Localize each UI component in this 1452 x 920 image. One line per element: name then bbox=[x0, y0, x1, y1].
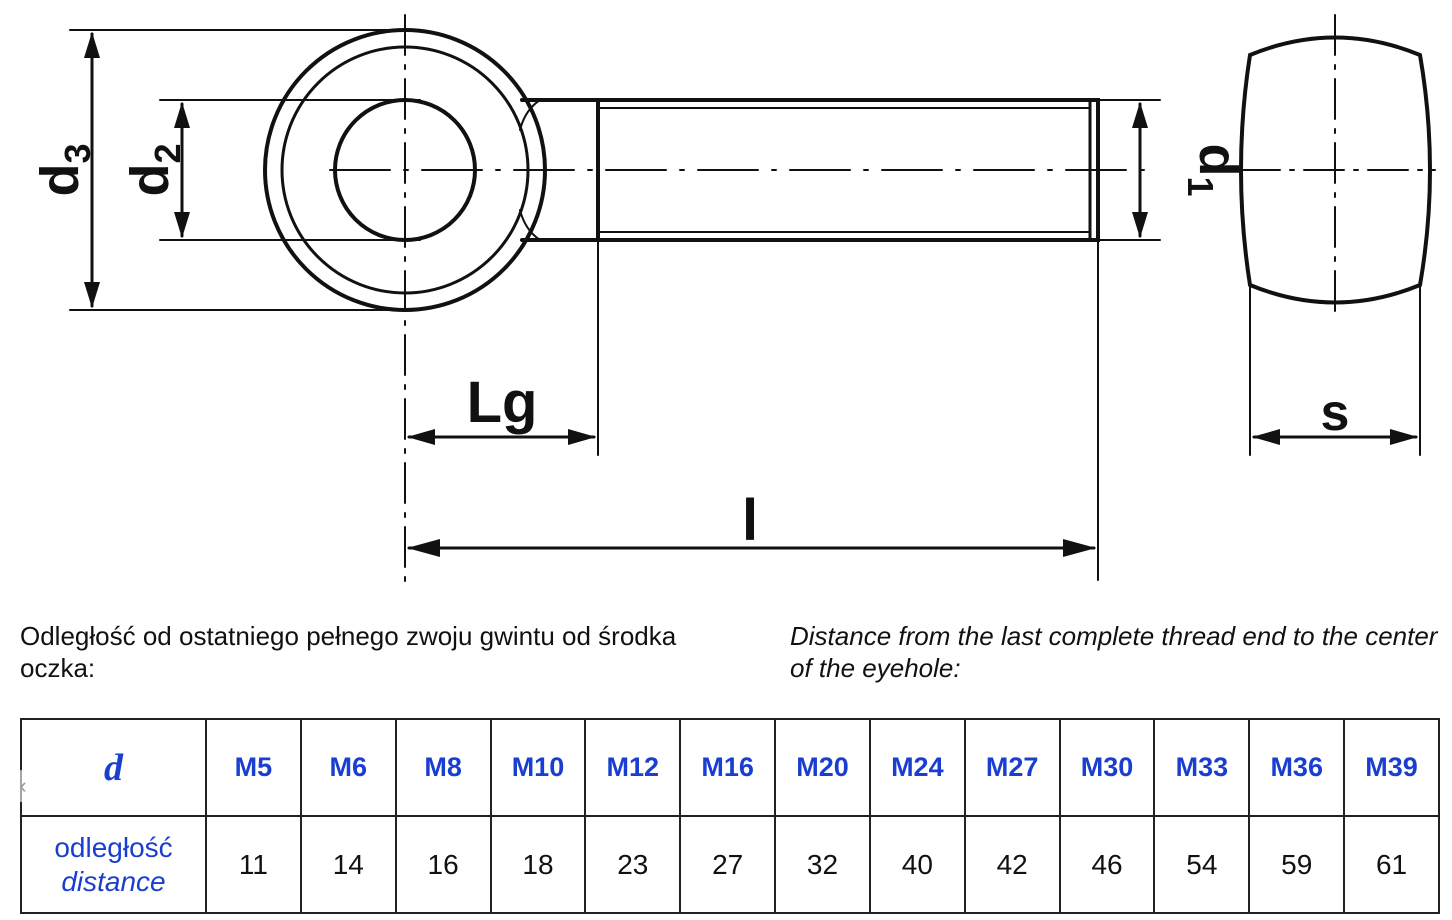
dim-label-l: l bbox=[742, 488, 758, 553]
distance-value-cell: 59 bbox=[1248, 815, 1346, 914]
size-cell: M8 bbox=[394, 718, 492, 817]
dim-label-s: s bbox=[1321, 384, 1350, 442]
size-cell: M39 bbox=[1343, 718, 1440, 817]
distance-value-cell: 18 bbox=[489, 815, 587, 914]
size-cell: M6 bbox=[299, 718, 397, 817]
size-cell: M27 bbox=[963, 718, 1061, 817]
row-label-cell: odległość distance bbox=[20, 815, 207, 914]
description-polish: Odległość od ostatniego pełnego zwoju gw… bbox=[20, 621, 677, 683]
distance-value-cell: 40 bbox=[868, 815, 966, 914]
size-cell: M5 bbox=[205, 718, 302, 817]
distance-value-cell: 23 bbox=[584, 815, 682, 914]
dim-label-d1: d1 bbox=[1180, 143, 1248, 196]
size-cell: M33 bbox=[1153, 718, 1251, 817]
distance-value-cell: 61 bbox=[1343, 815, 1440, 914]
size-cell: M24 bbox=[868, 718, 966, 817]
size-cell: M36 bbox=[1248, 718, 1346, 817]
distance-value-cell: 32 bbox=[774, 815, 871, 914]
dim-label-d2: d2 bbox=[120, 143, 188, 196]
distance-value-cell: 46 bbox=[1058, 815, 1156, 914]
dim-label-d3: d3 bbox=[30, 143, 98, 196]
eye-bolt-drawing: d3 d2 d1 Lg l s bbox=[30, 14, 1436, 586]
size-cell: M20 bbox=[774, 718, 871, 817]
row-label-polish: odległość bbox=[54, 831, 173, 863]
distance-value-cell: 11 bbox=[205, 815, 302, 914]
size-cell: M12 bbox=[584, 718, 682, 817]
header-symbol-cell: d bbox=[20, 718, 207, 817]
description-english: Distance from the last complete thread e… bbox=[790, 621, 1438, 683]
dim-label-lg: Lg bbox=[467, 370, 538, 435]
distance-value-cell: 27 bbox=[679, 815, 777, 914]
size-cell: M10 bbox=[489, 718, 587, 817]
distance-value-cell: 16 bbox=[394, 815, 492, 914]
thread-diameter-symbol: d bbox=[104, 746, 123, 789]
size-cell: M16 bbox=[679, 718, 777, 817]
distance-value-cell: 54 bbox=[1153, 815, 1251, 914]
chevron-left-icon[interactable]: ‹ bbox=[10, 770, 36, 802]
distance-value-cell: 42 bbox=[963, 815, 1061, 914]
size-cell: M30 bbox=[1058, 718, 1156, 817]
row-label-english: distance bbox=[61, 865, 166, 897]
distance-value-cell: 14 bbox=[299, 815, 397, 914]
